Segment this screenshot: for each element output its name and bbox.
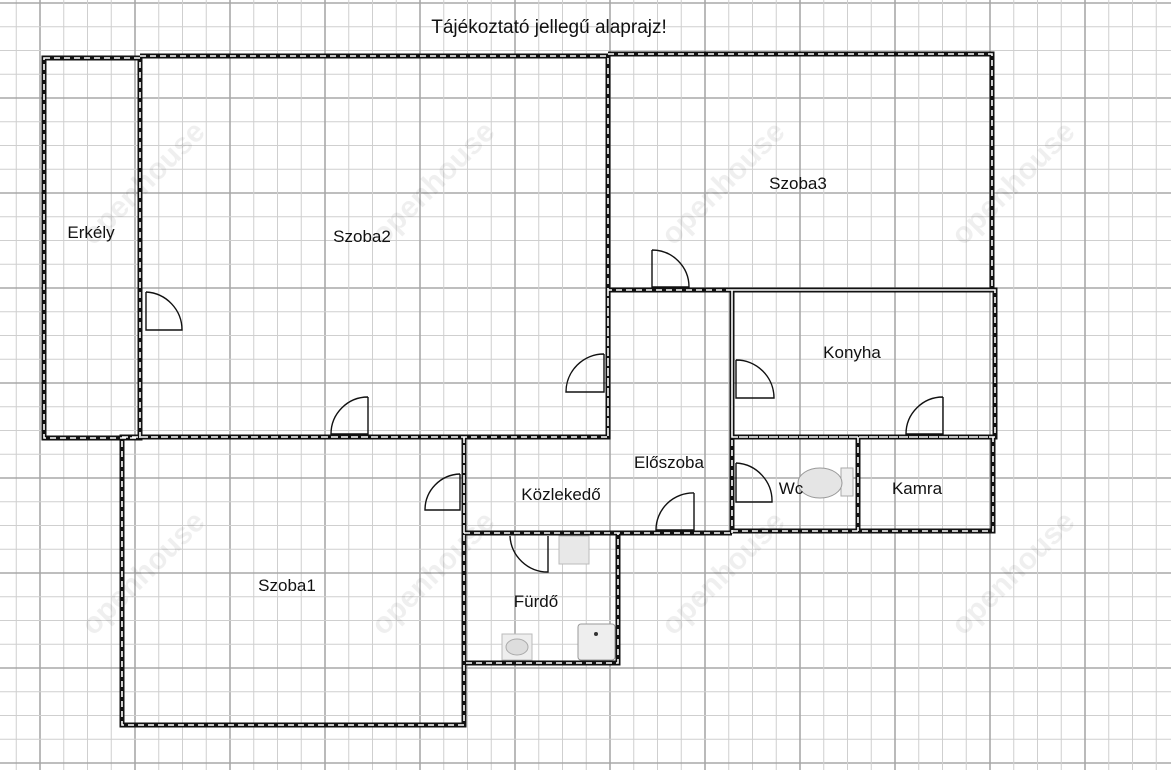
fixtures — [501, 467, 854, 661]
toilet-icon — [797, 467, 843, 499]
room-label-konyha: Konyha — [823, 343, 881, 362]
door-furdo[interactable] — [509, 535, 549, 573]
walls — [41, 51, 998, 728]
door-erkely[interactable] — [145, 291, 183, 331]
shower-icon — [577, 623, 616, 661]
toilet-tank-icon — [840, 467, 854, 497]
wall-erkely — [41, 55, 143, 441]
room-label-wc: Wc — [778, 479, 804, 498]
door-szoba2-right[interactable] — [565, 353, 605, 393]
door-szoba1[interactable] — [424, 473, 461, 511]
washing-machine-icon — [558, 535, 590, 565]
room-label-kamra: Kamra — [891, 479, 943, 498]
room-label-szoba2: Szoba2 — [333, 227, 391, 246]
door-szoba3[interactable] — [651, 249, 690, 288]
room-label-furdo: Fürdő — [513, 592, 559, 611]
room-label-szoba3: Szoba3 — [769, 174, 827, 193]
room-label-eloszoba: Előszoba — [634, 453, 704, 472]
plan-title: Tájékoztató jellegű alaprajz! — [431, 17, 667, 38]
door-konyha[interactable] — [735, 359, 775, 399]
room-label-kozlekedo: Közlekedő — [521, 485, 601, 504]
door-eloszoba[interactable] — [655, 492, 695, 531]
room-label-szoba1: Szoba1 — [258, 576, 316, 595]
door-kamra-konyha[interactable] — [905, 396, 944, 435]
doors — [145, 249, 944, 573]
room-label-erkely: Erkély — [67, 223, 115, 242]
door-szoba2-bottom[interactable] — [330, 396, 369, 435]
door-wc[interactable] — [735, 462, 773, 503]
